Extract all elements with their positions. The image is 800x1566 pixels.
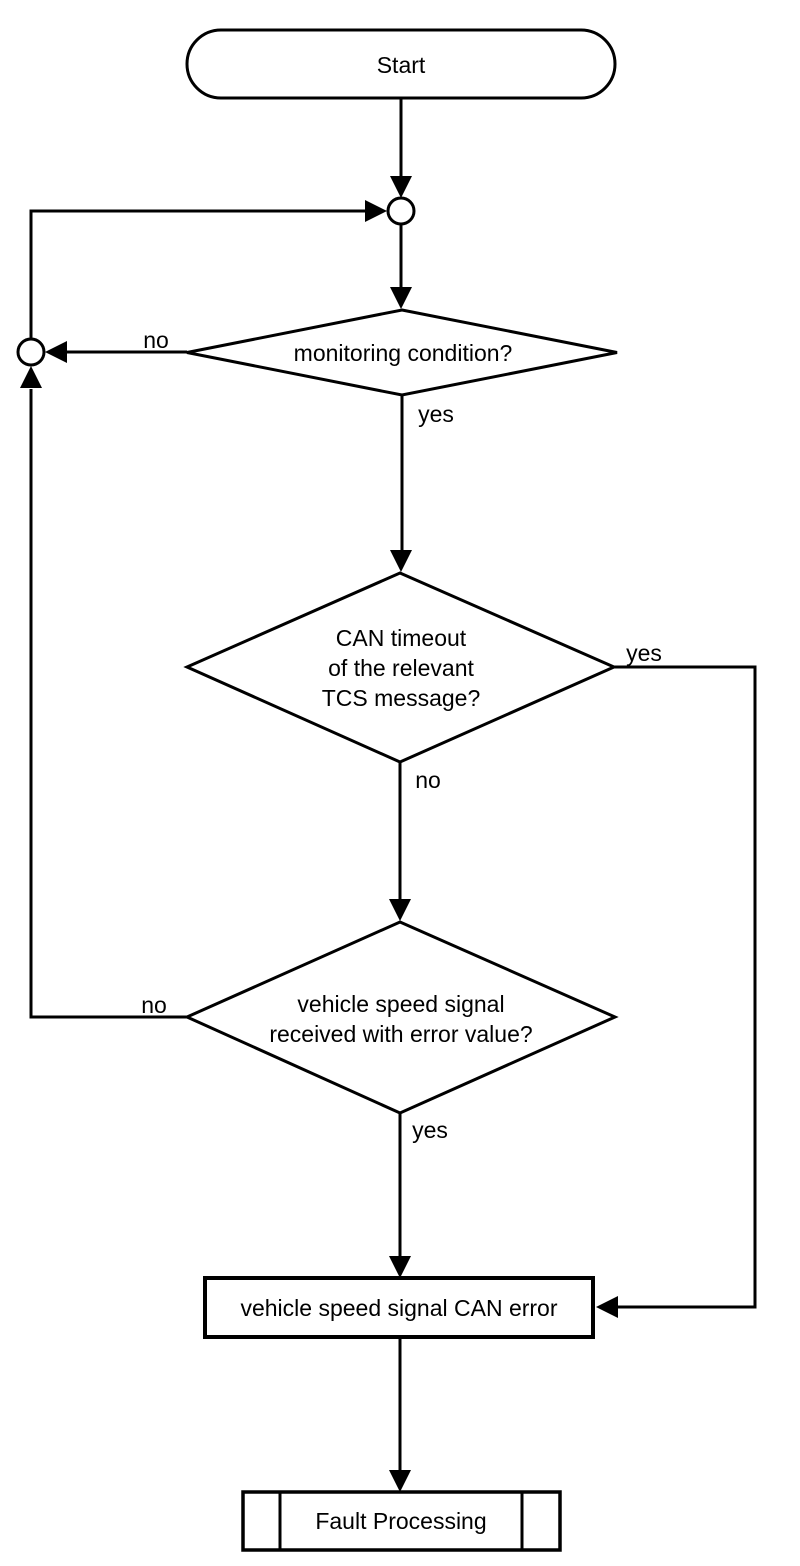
- arrowhead-into-junction-top: [390, 176, 412, 198]
- arrowhead-into-process-right: [596, 1296, 618, 1318]
- arrowhead-into-fault: [389, 1470, 411, 1492]
- arrowhead-into-can-timeout: [390, 550, 412, 572]
- junction-circle-left: [16, 337, 46, 367]
- edge-label-speed-signal-yes: yes: [412, 1117, 448, 1143]
- decision-speed-signal-shape: [183, 920, 619, 1115]
- decision-monitoring-shape: [186, 308, 618, 397]
- arrowhead-into-speed-signal: [389, 899, 411, 921]
- edge-left-rail-to-junction: [29, 209, 367, 338]
- decision-can-timeout-label: CAN timeout of the relevant TCS message?: [322, 623, 481, 713]
- decision-speed-signal-label: vehicle speed signal received with error…: [269, 989, 532, 1049]
- decision-speed-signal-line2: received with error value?: [269, 1021, 533, 1047]
- predefined-fault-label: Fault Processing: [315, 1508, 487, 1534]
- process-can-error-shape: [203, 1276, 595, 1339]
- decision-can-timeout-shape: [183, 571, 618, 764]
- edge-label-can-timeout-yes: yes: [626, 640, 662, 666]
- arrowhead-into-left-circle-bottom: [20, 366, 42, 388]
- edge-label-can-timeout-no: no: [415, 767, 441, 793]
- predefined-fault-shape: [241, 1490, 562, 1552]
- process-can-error-label: vehicle speed signal CAN error: [240, 1295, 558, 1321]
- edge-can-timeout-yes: [614, 665, 757, 1309]
- decision-speed-signal-line1: vehicle speed signal: [297, 991, 505, 1017]
- decision-can-timeout-line3: TCS message?: [321, 685, 481, 711]
- edge-label-monitoring-yes: yes: [418, 401, 454, 427]
- decision-can-timeout-line1: CAN timeout: [335, 625, 467, 651]
- junction-circle-top: [386, 196, 416, 226]
- arrowhead-into-left-circle-right: [45, 341, 67, 363]
- arrowhead-into-monitoring: [390, 287, 412, 309]
- start-terminator-shape: [185, 28, 617, 100]
- edge-speed-signal-no: [29, 389, 187, 1019]
- decision-monitoring-label: monitoring condition?: [293, 340, 513, 366]
- arrowhead-into-process-top: [389, 1256, 411, 1278]
- edge-label-monitoring-no: no: [143, 327, 169, 353]
- arrowhead-into-junction-left: [365, 200, 387, 222]
- edge-label-speed-signal-no: no: [141, 992, 167, 1018]
- decision-can-timeout-line2: of the relevant: [328, 655, 474, 681]
- start-label: Start: [376, 52, 426, 78]
